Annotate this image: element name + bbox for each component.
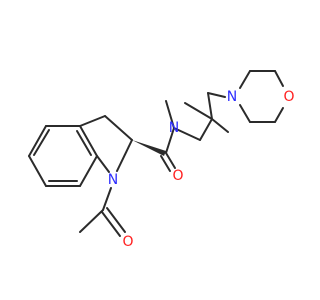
atom-nitrogen-indoline: N [108,172,118,188]
bond-quaternary-methyl-2 [211,118,229,133]
bond-morpholine-1 [239,70,251,89]
bond-amide-oxo-1 [165,152,176,169]
bond-benzene-1-inner [33,129,50,156]
bond-n-methyl [165,100,175,129]
bond-acetyl-oxo-1 [101,211,121,237]
bond-ring5-c7a-n [96,155,110,173]
bond-morpholine-4 [274,107,284,123]
bond-ch2-quaternary [199,118,213,141]
bond-benzene-1 [28,125,47,157]
bond-quaternary-methyl-1 [184,102,213,120]
bond-acetyl-oxo-2 [106,207,126,233]
stereo-wedge-bond [132,140,166,156]
bond-n-acetyl [102,187,112,211]
bond-ch2-morpholine-n [207,92,226,98]
bond-ring5-c3a-c3 [79,115,106,127]
bond-carbonyl-n [165,127,175,154]
bond-benzene-6 [28,155,47,187]
atom-label-layer: N N N O O O [108,89,295,250]
bond-morpholine-3 [274,70,284,87]
bond-ring5-c3-c2 [104,115,133,141]
bond-amide-oxo-2 [160,155,171,172]
bond-ring5-c2-n [116,139,133,172]
bond-acetyl-methyl [79,209,104,233]
bond-benzene-3-inner [76,130,92,156]
atom-oxygen-acetyl: O [122,234,133,250]
atom-oxygen-amide: O [172,168,183,184]
atom-nitrogen-amide: N [169,120,179,136]
bond-layer [28,70,284,237]
bond-morpholine-6 [239,104,251,123]
bond-quaternary-ch2 [207,92,213,120]
atom-nitrogen-morpholine: N [227,89,237,105]
bond-benzene-4 [79,155,98,187]
molecule-structure: N N N O O O [28,70,295,250]
bond-n-ch2 [173,127,201,141]
atom-oxygen-morpholine: O [283,89,294,105]
bond-benzene-3 [79,125,98,157]
